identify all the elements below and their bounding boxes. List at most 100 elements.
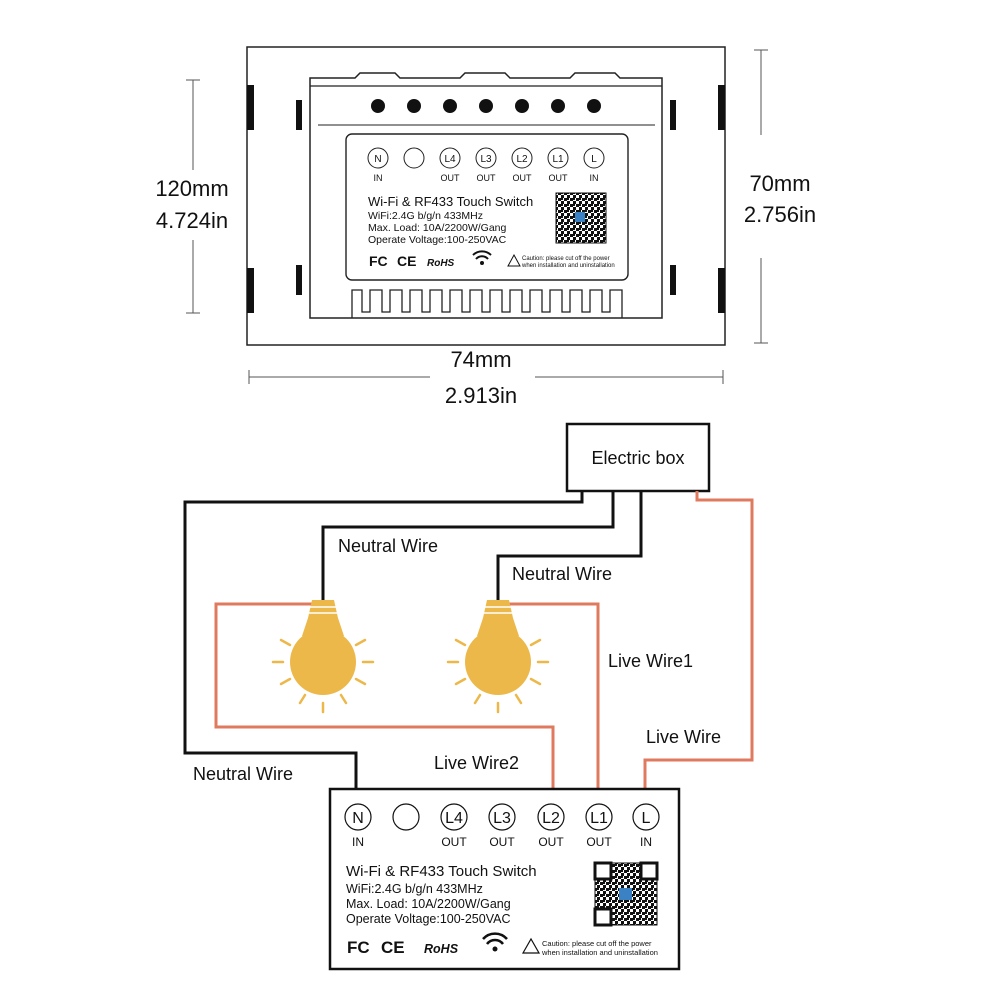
dim-depth-mm: 70mm bbox=[749, 171, 810, 196]
dim-height-mm: 120mm bbox=[155, 176, 228, 201]
terminal-l1-sub: OUT bbox=[586, 835, 612, 849]
terminal-l4 bbox=[440, 803, 468, 831]
dimension-lines bbox=[186, 49, 768, 384]
clip-inner-left-top bbox=[296, 100, 302, 130]
small-caution-1: Caution: please cut off the power bbox=[522, 256, 610, 262]
small-terminal-l1 bbox=[547, 147, 569, 169]
dim-height-in: 4.724in bbox=[156, 208, 228, 233]
bulb-1-rays bbox=[271, 638, 375, 714]
small-label-spec1: WiFi:2.4G b/g/n 433MHz bbox=[368, 210, 483, 222]
label-live-wire1: Live Wire1 bbox=[608, 651, 693, 671]
small-rohs-mark: RoHS bbox=[427, 258, 455, 269]
small-terminal-l1-sub: OUT bbox=[549, 173, 569, 183]
small-warning-icon bbox=[507, 253, 521, 267]
screw-3 bbox=[443, 99, 457, 113]
terminal-l3-sub: OUT bbox=[489, 835, 515, 849]
label-neutral-wire-left: Neutral Wire bbox=[338, 536, 438, 556]
small-terminal-l2 bbox=[511, 147, 533, 169]
label-live-wire: Live Wire bbox=[646, 727, 721, 747]
clip-left-top bbox=[247, 85, 254, 130]
small-terminal-l2-label: L2 bbox=[516, 154, 528, 165]
bulb-2 bbox=[446, 600, 550, 714]
terminal-l-sub: IN bbox=[640, 835, 652, 849]
small-terminal-l4 bbox=[439, 147, 461, 169]
terminal-l1 bbox=[585, 803, 613, 831]
neutral-wire-to-bulb1 bbox=[321, 491, 615, 600]
terminal-l-label: L bbox=[642, 810, 651, 827]
switch-spec2: Max. Load: 10A/2200W/Gang bbox=[346, 897, 511, 911]
terminal-l bbox=[632, 803, 660, 831]
terminal-l3 bbox=[488, 803, 516, 831]
small-terminal-l3 bbox=[475, 147, 497, 169]
small-label-title: Wi-Fi & RF433 Touch Switch bbox=[368, 194, 533, 209]
switch-rohs-mark: RoHS bbox=[424, 942, 459, 956]
small-label-spec3: Operate Voltage:100-250VAC bbox=[368, 234, 507, 246]
small-terminal-l1-label: L1 bbox=[552, 154, 564, 165]
small-terminal-l4-sub: OUT bbox=[441, 173, 461, 183]
small-qr-center bbox=[575, 212, 585, 222]
terminal-l2 bbox=[537, 803, 565, 831]
terminal-blank bbox=[392, 803, 420, 831]
switch-qr-center bbox=[619, 888, 632, 900]
screw-6 bbox=[551, 99, 565, 113]
small-terminal-l3-sub: OUT bbox=[477, 173, 497, 183]
screw-row bbox=[371, 99, 601, 113]
small-fc-mark: FC bbox=[369, 253, 388, 269]
terminal-n bbox=[344, 803, 372, 831]
terminal-n-label: N bbox=[352, 810, 364, 827]
device-drawing: N IN L4 OUT L3 OUT L2 OUT L1 OUT L IN Wi… bbox=[155, 46, 816, 408]
small-terminal-l bbox=[583, 147, 605, 169]
switch-spec1: WiFi:2.4G b/g/n 433MHz bbox=[346, 882, 483, 896]
live-wire-1 bbox=[498, 602, 600, 805]
neutral-wire-to-switch bbox=[183, 491, 584, 805]
bulb-1 bbox=[271, 600, 375, 714]
live-wire-2 bbox=[214, 602, 555, 805]
electric-box-label: Electric box bbox=[591, 448, 684, 468]
clip-left-bottom bbox=[247, 268, 254, 313]
small-terminal-l3-label: L3 bbox=[480, 154, 492, 165]
bulb-1-socket bbox=[308, 600, 338, 618]
bulb-2-socket bbox=[483, 600, 513, 618]
bulb-2-glass bbox=[465, 629, 531, 695]
small-caution-2: when installation and uninstallation bbox=[521, 263, 615, 269]
electric-box bbox=[565, 422, 711, 493]
small-terminal-n-label: N bbox=[374, 154, 381, 165]
wiring: Electric box bbox=[183, 422, 754, 971]
small-terminal-l-label: L bbox=[591, 154, 597, 165]
clip-inner-left-bottom bbox=[296, 265, 302, 295]
small-terminal-l2-sub: OUT bbox=[513, 173, 533, 183]
terminal-l4-label: L4 bbox=[445, 810, 463, 827]
screw-2 bbox=[407, 99, 421, 113]
neutral-wires bbox=[183, 491, 643, 805]
bulb-2-rays bbox=[446, 638, 550, 714]
label-neutral-wire-bottom: Neutral Wire bbox=[193, 764, 293, 784]
clip-inner-right-bottom bbox=[670, 265, 676, 295]
small-terminal-n-sub: IN bbox=[374, 173, 383, 183]
small-ce-mark: CE bbox=[397, 253, 416, 269]
switch-warning-icon bbox=[521, 937, 541, 954]
switch-caution-2: when installation and uninstallation bbox=[541, 948, 658, 957]
switch-title: Wi-Fi & RF433 Touch Switch bbox=[346, 863, 537, 880]
clip-inner-right-top bbox=[670, 100, 676, 130]
screw-4 bbox=[479, 99, 493, 113]
dim-width-in: 2.913in bbox=[445, 383, 517, 408]
switch-qr-finder-2 bbox=[639, 861, 659, 881]
switch-terminals: N IN L4 OUT L3 OUT L2 OUT L1 OUT L IN bbox=[344, 803, 660, 849]
label-live-wire2: Live Wire2 bbox=[434, 753, 519, 773]
small-terminals: N IN L4 OUT L3 OUT L2 OUT L1 OUT L IN bbox=[367, 147, 605, 183]
small-terminal-l4-label: L4 bbox=[444, 154, 456, 165]
device-comb bbox=[351, 289, 623, 318]
switch-spec3: Operate Voltage:100-250VAC bbox=[346, 912, 510, 926]
switch-fc-mark: FC bbox=[347, 938, 370, 957]
device-outline bbox=[246, 46, 726, 346]
dim-depth-in: 2.756in bbox=[744, 202, 816, 227]
small-terminal-n bbox=[367, 147, 389, 169]
clip-right-bottom bbox=[718, 268, 725, 313]
small-terminal-l-sub: IN bbox=[590, 173, 599, 183]
switch-qr-finder-3 bbox=[593, 907, 613, 927]
terminal-l1-label: L1 bbox=[590, 810, 608, 827]
bulb-1-glass bbox=[290, 629, 356, 695]
switch-qr-finder-1 bbox=[593, 861, 613, 881]
clip-right-top bbox=[718, 85, 725, 130]
